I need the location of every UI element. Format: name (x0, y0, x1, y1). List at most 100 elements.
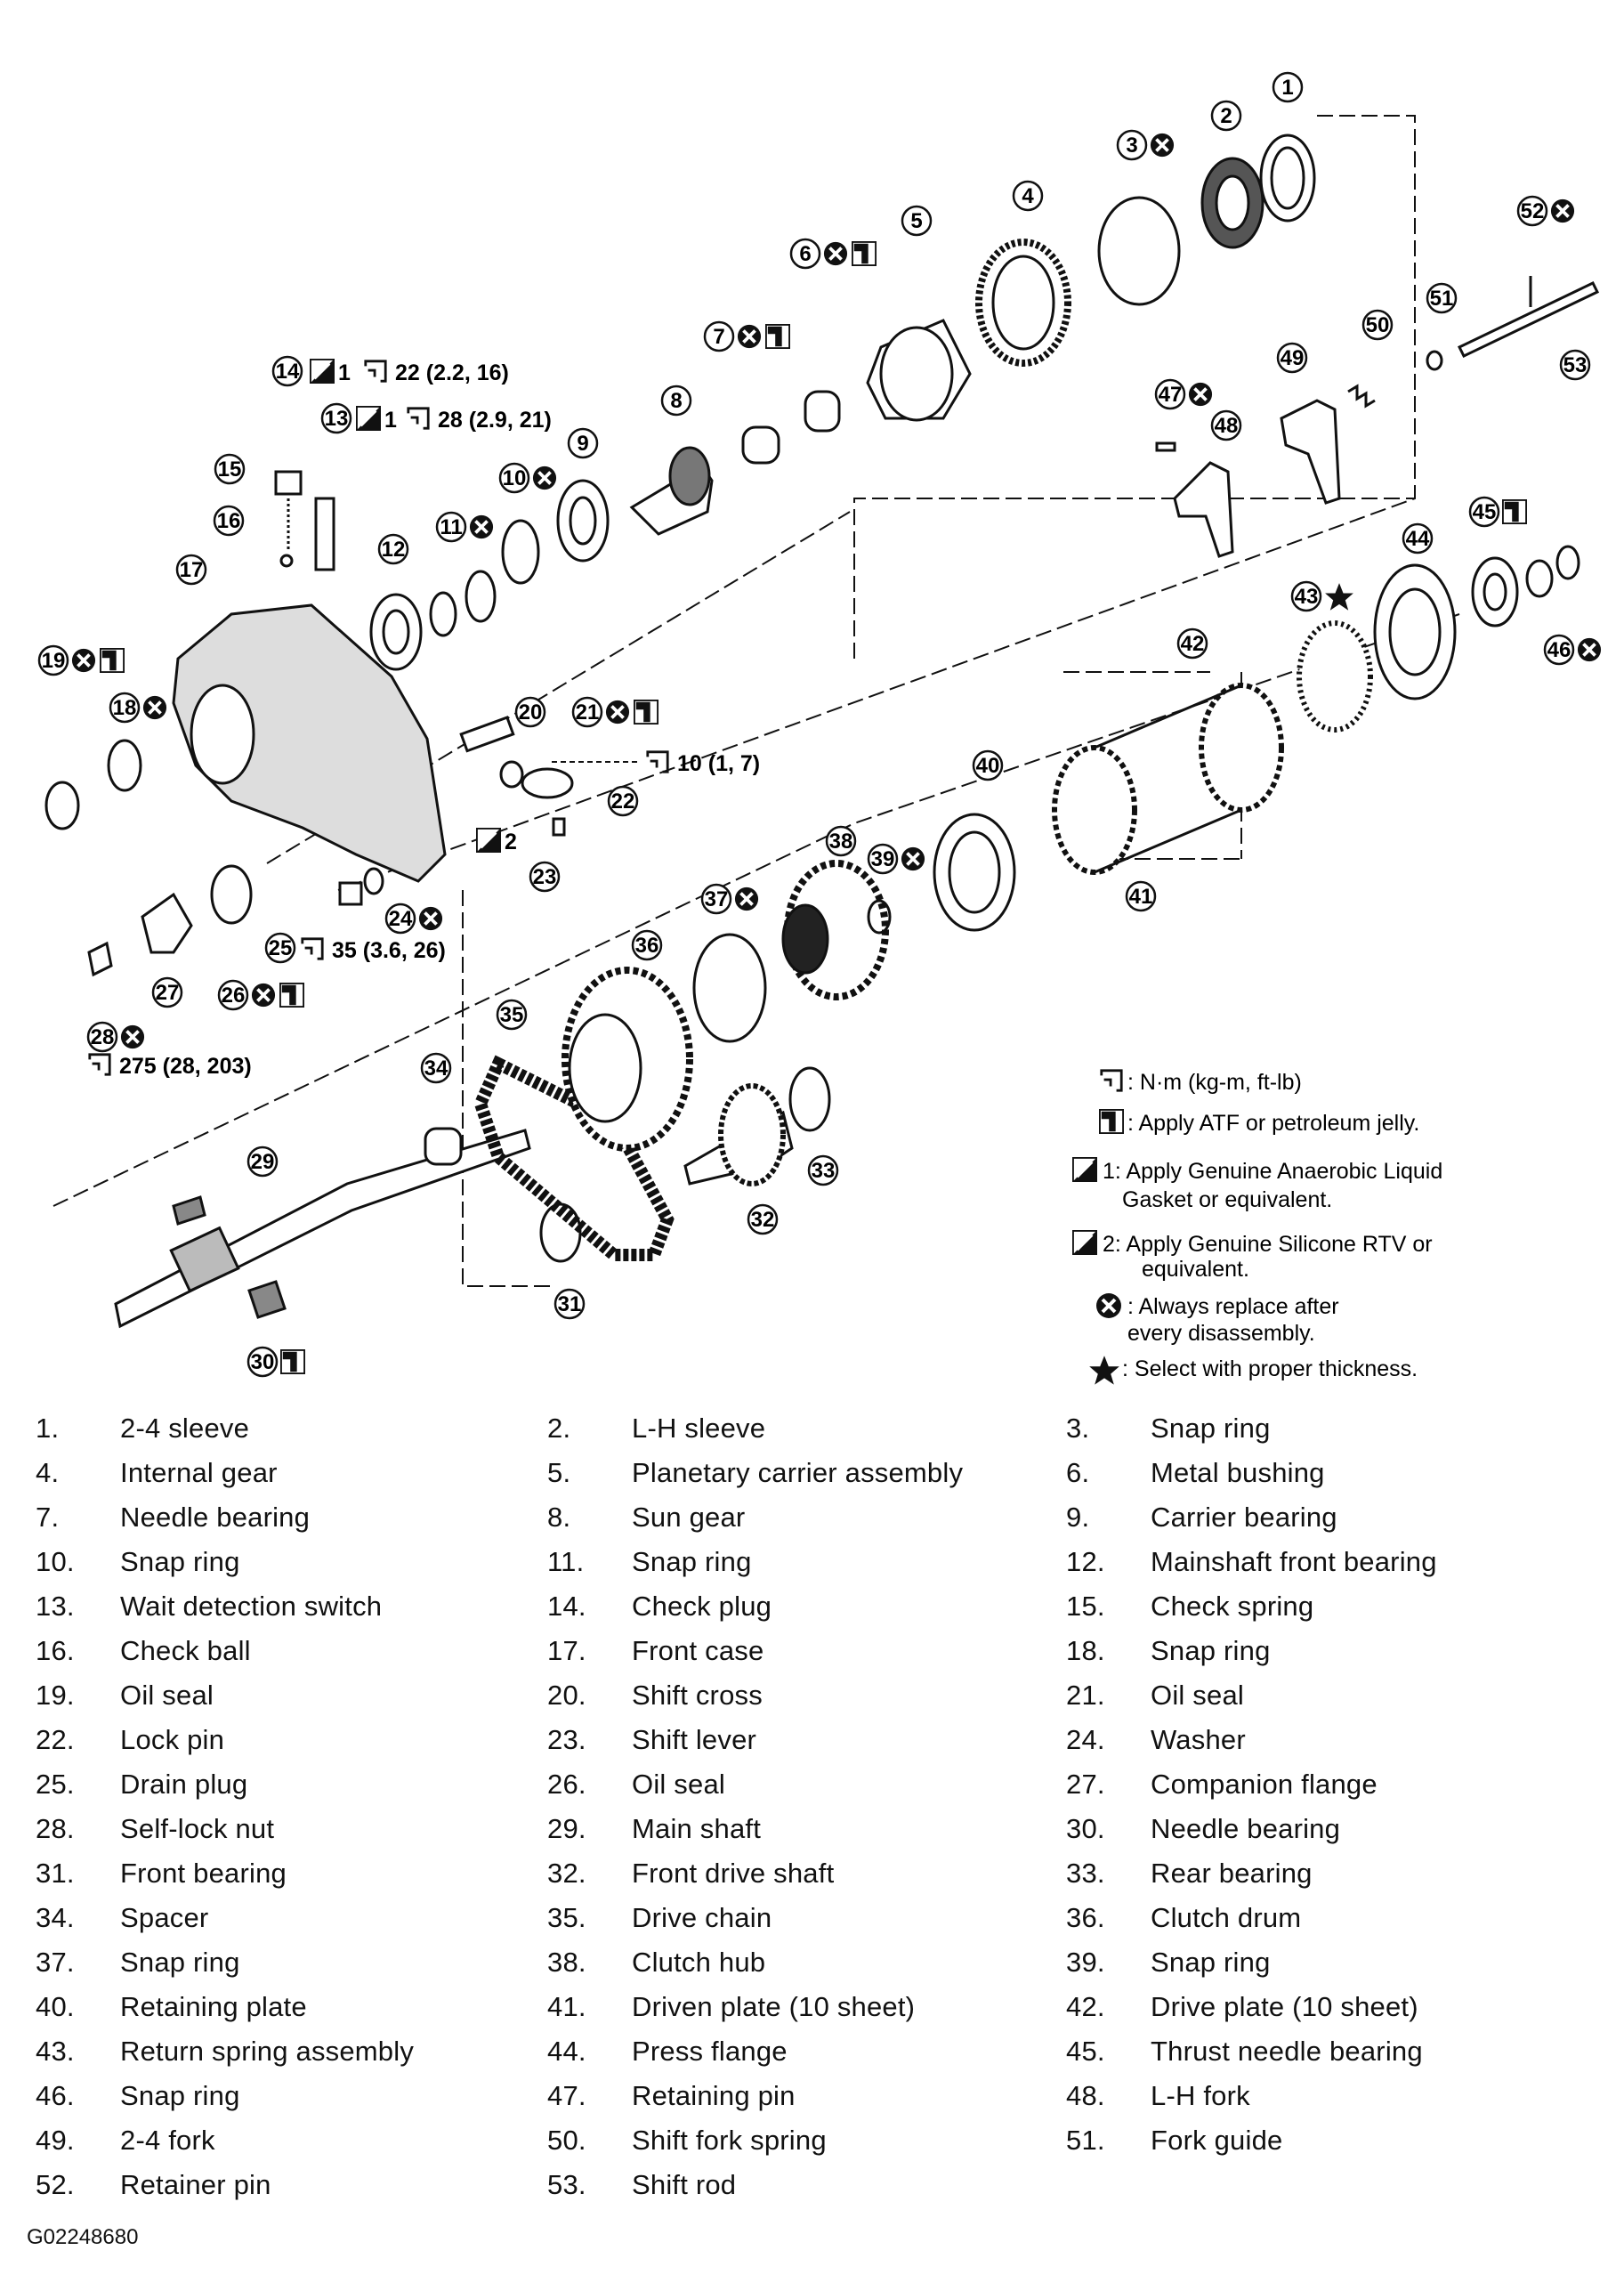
svg-text:20: 20 (519, 700, 543, 725)
svg-text:38: 38 (829, 830, 853, 854)
part-number: 3. (1066, 1413, 1090, 1444)
part-number: 41. (547, 1991, 586, 2022)
part-name: Oil seal (120, 1680, 214, 1711)
part-name: Internal gear (120, 1457, 278, 1488)
parts-list-item: 14.Check plug (547, 1584, 1046, 1629)
callout-42: 42 (1176, 627, 1208, 660)
part-number: 38. (547, 1947, 586, 1978)
part-metal-bushing (804, 390, 841, 433)
replace-icon (734, 886, 759, 911)
part-number: 14. (547, 1591, 586, 1622)
part-oil-seal-19 (44, 781, 80, 830)
svg-text:3: 3 (1126, 134, 1137, 158)
callout-12: 12 (377, 533, 409, 565)
svg-text:27: 27 (156, 981, 180, 1005)
part-number: 52. (36, 2169, 75, 2200)
part-name: L-H sleeve (632, 1413, 766, 1444)
part-number: 30. (1066, 1813, 1105, 1844)
svg-text:13: 13 (325, 407, 349, 431)
parts-list-item: 41.Driven plate (10 sheet) (547, 1985, 1046, 2029)
part-spacer (424, 1127, 463, 1166)
parts-list-item: 22.Lock pin (36, 1718, 534, 1762)
part-name: Shift rod (632, 2169, 737, 2200)
parts-list-item: 24.Washer (1066, 1718, 1564, 1762)
callout-25: 25 (264, 932, 296, 964)
part-number: 10. (36, 1546, 75, 1577)
replace-icon (1150, 133, 1175, 158)
parts-list-item: 28.Self-lock nut (36, 1807, 534, 1851)
callout-31: 31 (553, 1288, 586, 1320)
part-snap-ring-46 (1525, 559, 1554, 598)
part-number: 28. (36, 1813, 75, 1844)
parts-list-item: 10.Snap ring (36, 1540, 534, 1584)
part-name: Shift cross (632, 1680, 763, 1711)
svg-text:37: 37 (705, 887, 729, 911)
part-number: 45. (1066, 2036, 1105, 2067)
parts-list-item: 26.Oil seal (547, 1762, 1046, 1807)
part-number: 44. (547, 2036, 586, 2067)
callout-50: 50 (1361, 309, 1394, 341)
svg-text:16: 16 (217, 509, 241, 533)
part-number: 15. (1066, 1591, 1105, 1622)
parts-list-item: 34.Spacer (36, 1896, 534, 1940)
callout-20: 20 (514, 696, 546, 728)
part-drain-plug (338, 881, 363, 906)
callout-48: 48 (1210, 409, 1242, 441)
parts-list-item: 19. Oil seal (36, 1673, 534, 1718)
part-rear-bearing (788, 1066, 831, 1132)
parts-list-item: 3.Snap ring (1066, 1406, 1564, 1451)
parts-list-item: 30.Needle bearing (1066, 1807, 1564, 1851)
replace-icon (823, 241, 848, 266)
sealant-icon (356, 406, 381, 431)
parts-list-item: 35.Drive chain (547, 1896, 1046, 1940)
part-name: Shift fork spring (632, 2125, 827, 2156)
callout-47: 47 (1154, 378, 1213, 410)
part-number: 43. (36, 2036, 75, 2067)
part-number: 51. (1066, 2125, 1105, 2156)
parts-list-item: 15.Check spring (1066, 1584, 1564, 1629)
callout-23: 23 (529, 861, 561, 893)
torque-wrench-icon (1100, 1069, 1123, 1092)
parts-list-item: 32.Front drive shaft (547, 1851, 1046, 1896)
apply-atf-icon (765, 324, 790, 349)
svg-text:12: 12 (382, 538, 406, 562)
parts-list-item: 13.Wait detection switch (36, 1584, 534, 1629)
callout-17: 17 (175, 554, 207, 586)
apply-atf-icon (634, 700, 658, 725)
parts-list-item: 12.Mainshaft front bearing (1066, 1540, 1564, 1584)
callout-49: 49 (1276, 342, 1308, 374)
parts-list-item: 27.Companion flange (1066, 1762, 1564, 1807)
callout-16: 16 (213, 505, 245, 537)
callout-24: 24 (384, 903, 443, 935)
part-name: Sun gear (632, 1502, 746, 1533)
svg-text:11: 11 (440, 515, 462, 539)
parts-list-item: 49.2-4 fork (36, 2118, 534, 2163)
part-name: Check ball (120, 1635, 251, 1666)
callout-9: 9 (567, 427, 599, 459)
parts-list-item: 52.Retainer pin (36, 2163, 534, 2207)
svg-text:every disassembly.: every disassembly. (1127, 1321, 1315, 1346)
torque-annotations: 1 22 (2.2, 16) 1 28 (2.9, 21) 10 (1, 7) … (88, 359, 760, 1079)
part-name: Front drive shaft (632, 1858, 835, 1889)
svg-text:Gasket or equivalent.: Gasket or equivalent. (1122, 1187, 1332, 1212)
part-number: 39. (1066, 1947, 1105, 1978)
torque-wrench-icon (88, 1053, 111, 1076)
callouts: 1 2 3 4 5 6 7 8 9 10 11 12 13 14 15 16 1… (37, 71, 1602, 1378)
callout-30: 30 (246, 1346, 305, 1378)
part-number: 19. (36, 1680, 75, 1711)
torque-14: 1 22 (2.2, 16) (310, 359, 509, 385)
svg-text:14: 14 (276, 360, 300, 384)
parts-list-item: 17.Front case (547, 1629, 1046, 1673)
svg-text:36: 36 (635, 934, 659, 958)
part-name: Front bearing (120, 1858, 287, 1889)
part-name: 2-4 sleeve (120, 1413, 250, 1444)
part-number: 27. (1066, 1769, 1105, 1800)
part-snap-ring-3 (1097, 196, 1181, 306)
part-number: 18. (1066, 1635, 1105, 1666)
part-name: Shift lever (632, 1724, 757, 1755)
part-number: 21. (1066, 1680, 1105, 1711)
parts-list-item: 9.Carrier bearing (1066, 1495, 1564, 1540)
part-number: 46. (36, 2080, 75, 2111)
callout-1: 1 (1272, 71, 1304, 103)
